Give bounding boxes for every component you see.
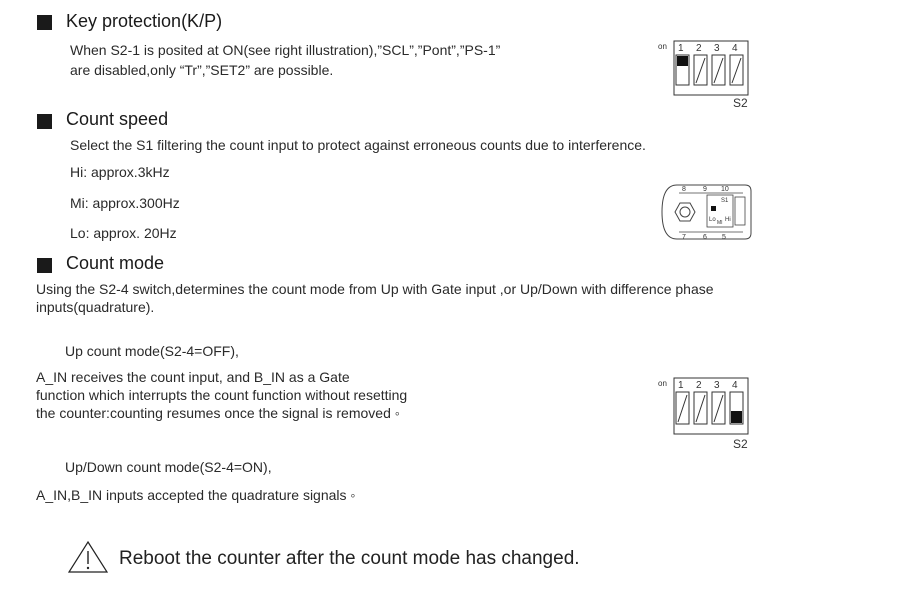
count-mode-intro-line-1: Using the S2-4 switch,determines the cou… [36,281,714,297]
s1-pin-8: 8 [682,186,686,193]
s1-pin-10: 10 [721,186,729,193]
section-bullet [37,258,52,273]
s1-hi-label: Hi [725,217,731,223]
dip-on-label: on [658,379,667,388]
count-speed-intro: Select the S1 filtering the count input … [70,137,646,153]
s1-filter-switch-figure: 8 9 10 7 6 5 S1 Lo MI Hi [661,184,752,241]
warning-triangle-icon [67,540,109,573]
dip-switch-s2-figure-key-protection: on 1 2 3 4 S2 [658,40,749,110]
key-protection-line-2: are disabled,only “Tr”,”SET2” are possib… [70,62,334,78]
s1-switch-name: S1 [721,198,729,204]
up-count-mode-line-3: the counter:counting resumes once the si… [36,405,400,421]
updown-count-mode-title: Up/Down count mode(S2-4=ON), [65,459,272,475]
updown-count-mode-line-1: A_IN,B_IN inputs accepted the quadrature… [36,487,356,503]
count-speed-heading: Count speed [66,109,169,129]
section-bullet [37,15,52,30]
count-mode-intro-line-2: inputs(quadrature). [36,299,155,315]
s1-pin-9: 9 [703,186,707,193]
up-count-mode-line-1: A_IN receives the count input, and B_IN … [36,369,350,385]
dip-switch-name: S2 [733,437,748,451]
count-speed-option-hi: Hi: approx.3kHz [70,164,170,180]
count-mode-heading: Count mode [66,253,165,273]
dip-switch-s2-figure-count-mode: on 1 2 3 4 S2 [658,377,749,451]
dip-on-label: on [658,42,667,51]
dip-number-4: 4 [732,43,738,54]
dip-number-3: 3 [714,380,720,391]
dip-number-1: 1 [678,43,684,54]
key-protection-heading: Key protection(K/P) [66,11,223,31]
dip-number-3: 3 [714,43,720,54]
dip-number-4: 4 [732,380,738,391]
count-speed-option-mi: Mi: approx.300Hz [70,195,180,211]
up-count-mode-title: Up count mode(S2-4=OFF), [65,343,239,359]
dip-number-1: 1 [678,380,684,391]
section-bullet [37,114,52,129]
up-count-mode-line-2: function which interrupts the count func… [36,387,408,403]
count-speed-option-lo: Lo: approx. 20Hz [70,225,177,241]
s1-lo-label: Lo [709,217,716,223]
dip-number-2: 2 [696,380,702,391]
s1-pin-7: 7 [682,234,686,241]
dip-switch-name: S2 [733,96,748,110]
s1-mi-label: MI [717,220,723,226]
s1-pin-6: 6 [703,234,707,241]
s1-pin-5: 5 [722,234,726,241]
dip-number-2: 2 [696,43,702,54]
warning-text: Reboot the counter after the count mode … [119,548,580,569]
key-protection-line-1: When S2-1 is posited at ON(see right ill… [70,42,501,58]
